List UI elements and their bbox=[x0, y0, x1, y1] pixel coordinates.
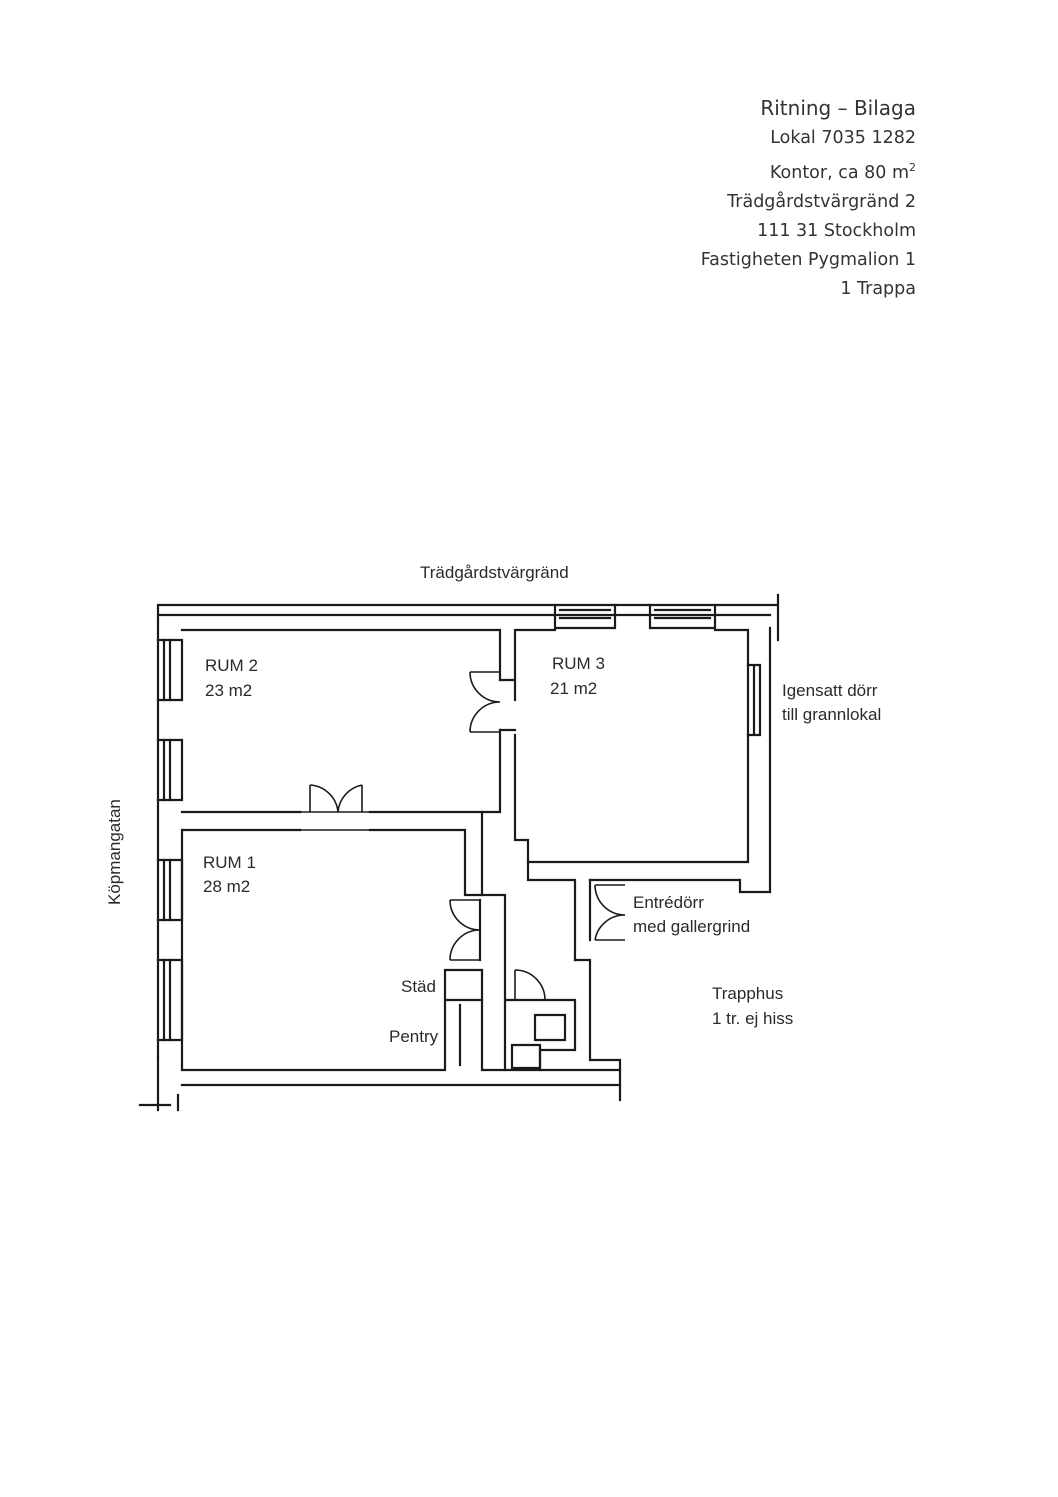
outer-wall-top bbox=[156, 593, 780, 1060]
wc-fixtures bbox=[510, 1013, 567, 1070]
drawing-title: Ritning – Bilaga bbox=[760, 96, 916, 120]
office-area: Kontor, ca 80 m2 bbox=[769, 161, 916, 183]
street-label-top: Trädgårdstvärgränd bbox=[420, 563, 569, 582]
room-2-walls bbox=[180, 628, 502, 814]
stairwell-line2: 1 tr. ej hiss bbox=[712, 1009, 794, 1028]
left-windows bbox=[156, 638, 184, 1042]
floor-level: 1 Trappa bbox=[840, 278, 916, 299]
postal-city: 111 31 Stockholm bbox=[757, 220, 916, 241]
entry-walls bbox=[573, 878, 622, 1102]
top-windows bbox=[553, 603, 717, 630]
room-1-walls bbox=[180, 828, 622, 1072]
street-label-left: Köpmangatan bbox=[105, 799, 124, 905]
property-name: Fastigheten Pygmalion 1 bbox=[700, 249, 916, 270]
blocked-door-note-line1: Igensatt dörr bbox=[782, 681, 878, 700]
door-swing-rum2-rum3 bbox=[469, 671, 501, 733]
street-address: Trädgårdstvärgränd 2 bbox=[727, 191, 916, 212]
cleaning-closet-label: Städ bbox=[401, 977, 436, 996]
pantry-label: Pentry bbox=[389, 1027, 439, 1046]
premises-number: Lokal 7035 1282 bbox=[770, 128, 916, 148]
door-swing-rum2-rum1 bbox=[300, 784, 370, 831]
room-2-name: RUM 2 bbox=[205, 656, 258, 675]
room-1-area: 28 m2 bbox=[203, 877, 251, 896]
door-swing-entry bbox=[594, 884, 626, 941]
door-swing-wc bbox=[514, 969, 546, 1001]
pantry-walls bbox=[443, 998, 577, 1072]
title-block: Ritning – Bilaga Lokal 7035 1282 Kontor,… bbox=[701, 92, 916, 304]
room-2-area: 23 m2 bbox=[205, 681, 253, 700]
entry-door-line2: med gallergrind bbox=[633, 917, 751, 936]
outer-wall-bottom bbox=[138, 1056, 622, 1112]
stairwell-line1: Trapphus bbox=[712, 984, 784, 1003]
room-1-name: RUM 1 bbox=[203, 853, 256, 872]
room-3-walls bbox=[513, 628, 750, 864]
blocked-door-note-line2: till grannlokal bbox=[782, 705, 882, 724]
blocked-door bbox=[746, 663, 762, 737]
room-3-area: 21 m2 bbox=[550, 679, 598, 698]
entry-door-line1: Entrédörr bbox=[633, 893, 704, 912]
room-3-name: RUM 3 bbox=[552, 654, 605, 673]
door-swing-rum1 bbox=[449, 899, 481, 961]
corridor-walls bbox=[480, 678, 772, 1002]
